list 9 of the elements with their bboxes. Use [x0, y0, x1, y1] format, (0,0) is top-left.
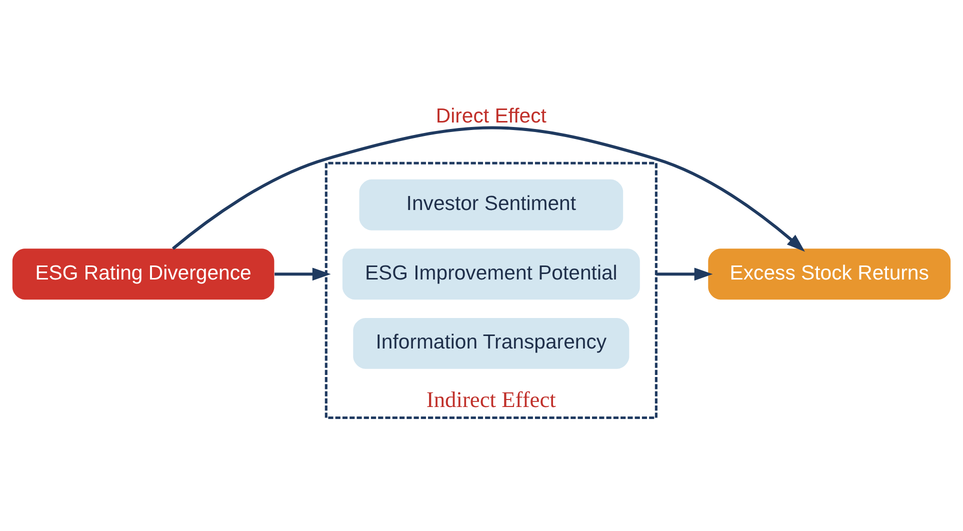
- arrow: [172, 126, 805, 252]
- node-box: Information Transparency: [353, 317, 630, 368]
- arrow: [274, 267, 331, 280]
- node-box: Investor Sentiment: [359, 178, 624, 230]
- node-box: Excess Stock Returns: [708, 248, 951, 300]
- edge-label: Direct Effect: [436, 104, 546, 127]
- node-box: ESG Rating Divergence: [12, 248, 274, 300]
- arrow: [656, 267, 713, 280]
- node-box: ESG Improvement Potential: [342, 248, 640, 300]
